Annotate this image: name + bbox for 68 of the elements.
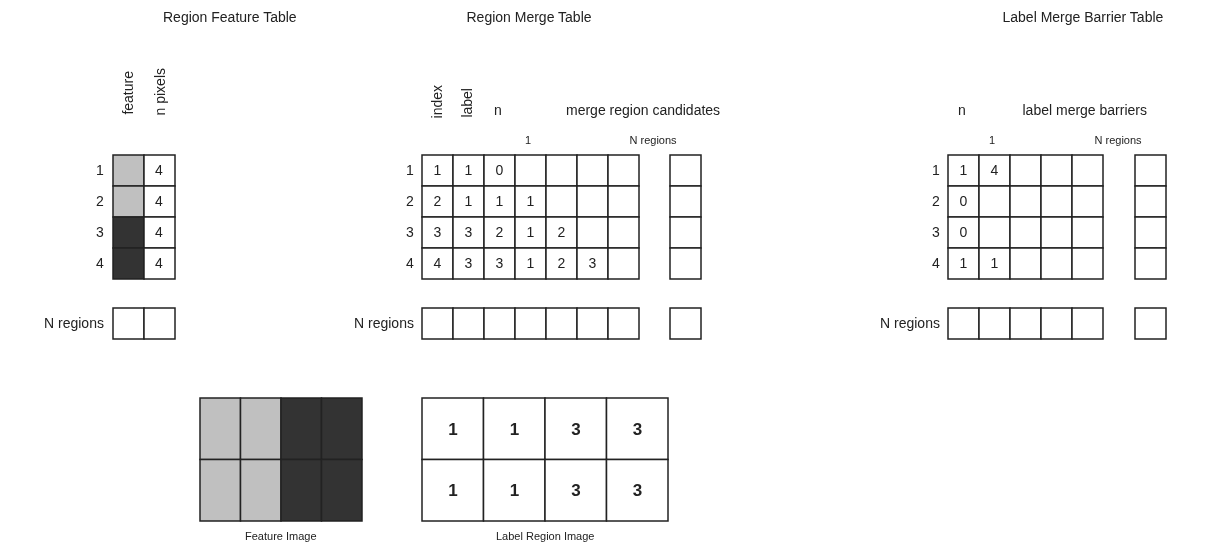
column-index: N regions xyxy=(629,134,677,146)
table-title: Region Feature Table xyxy=(163,10,297,24)
row-number: 3 xyxy=(96,225,104,239)
table-value: 2 xyxy=(495,225,504,239)
row-number: 1 xyxy=(96,163,104,177)
region-label: 3 xyxy=(632,420,643,438)
table-value: 1 xyxy=(526,256,535,270)
column-index: 1 xyxy=(989,134,996,146)
column-header: n pixels xyxy=(153,68,167,116)
row-number: 2 xyxy=(96,194,104,208)
table-value: 0 xyxy=(495,163,504,177)
table-value: 1 xyxy=(464,194,473,208)
table-value: 1 xyxy=(464,163,473,177)
row-number: 1 xyxy=(932,163,940,177)
table-value: 3 xyxy=(588,256,597,270)
table-value: 4 xyxy=(155,225,163,239)
region-label: 1 xyxy=(448,420,458,438)
table-value: 1 xyxy=(526,194,535,208)
column-header: n xyxy=(494,103,502,117)
table-value: 1 xyxy=(959,163,968,177)
table-value: 4 xyxy=(155,194,163,208)
table-value: 3 xyxy=(433,225,442,239)
row-number: 3 xyxy=(932,225,940,239)
row-label: N regions xyxy=(44,316,104,330)
region-label: 3 xyxy=(632,482,643,499)
table-value: 2 xyxy=(557,225,566,239)
table-value: 1 xyxy=(959,256,968,270)
region-label: 1 xyxy=(509,420,520,438)
table-value: 1 xyxy=(526,225,535,239)
column-index: 1 xyxy=(525,134,532,146)
image-caption: Label Region Image xyxy=(496,530,595,542)
table-title: Region Merge Table xyxy=(466,10,592,24)
table-value: 0 xyxy=(959,194,968,208)
row-number: 2 xyxy=(932,194,940,208)
table-value: 4 xyxy=(990,163,999,177)
table-value: 4 xyxy=(155,163,163,177)
image-caption: Feature Image xyxy=(245,530,317,542)
row-number: 4 xyxy=(932,256,940,270)
table-value: 0 xyxy=(959,225,968,239)
column-header: label xyxy=(460,88,474,118)
column-header: merge region candidates xyxy=(566,103,721,117)
column-header: label merge barriers xyxy=(1022,103,1147,117)
column-header: index xyxy=(430,85,444,119)
row-number: 4 xyxy=(96,256,104,270)
table-value: 2 xyxy=(557,256,566,270)
region-label: 1 xyxy=(448,482,458,499)
row-number: 3 xyxy=(406,225,414,239)
column-header: n xyxy=(958,103,966,117)
table-title: Label Merge Barrier Table xyxy=(1002,10,1164,24)
row-label: N regions xyxy=(880,316,940,330)
row-number: 2 xyxy=(406,194,414,208)
table-value: 3 xyxy=(495,256,504,270)
row-number: 4 xyxy=(406,256,414,270)
row-number: 1 xyxy=(406,163,414,177)
table-value: 4 xyxy=(433,256,442,270)
region-label: 3 xyxy=(571,482,581,499)
table-value: 1 xyxy=(495,194,504,208)
row-label: N regions xyxy=(354,316,414,330)
table-value: 1 xyxy=(433,163,442,177)
table-value: 3 xyxy=(464,256,473,270)
region-label: 1 xyxy=(509,482,520,499)
table-value: 2 xyxy=(433,194,442,208)
table-value: 1 xyxy=(990,256,999,270)
table-value: 4 xyxy=(155,256,163,270)
region-label: 3 xyxy=(571,420,581,438)
column-index: N regions xyxy=(1094,134,1142,146)
column-header: feature xyxy=(121,71,135,115)
table-value: 3 xyxy=(464,225,473,239)
